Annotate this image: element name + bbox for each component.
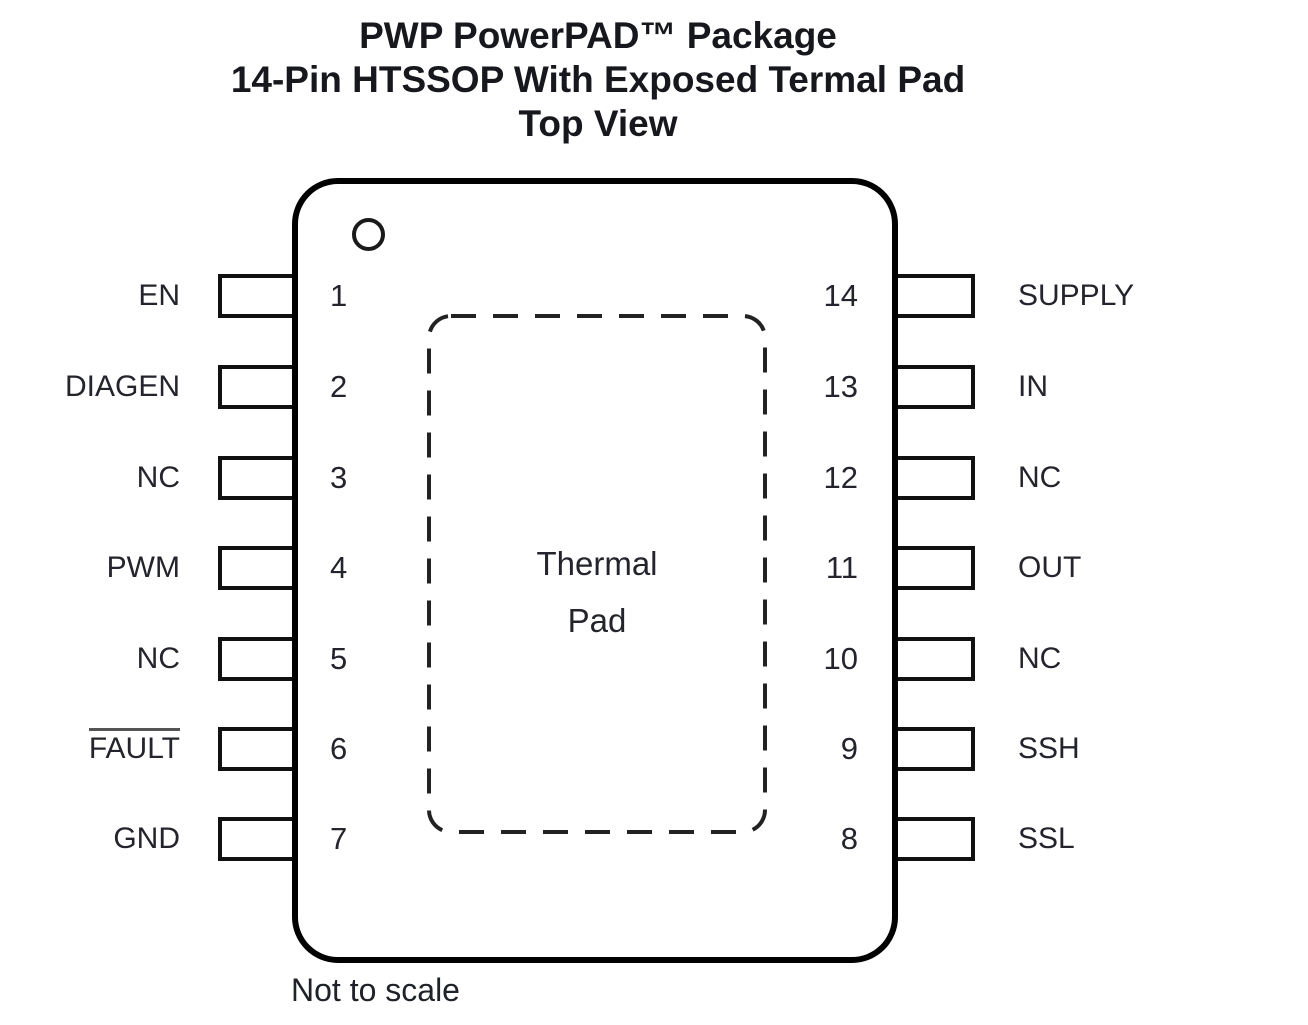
pin-number-6: 6 (330, 731, 348, 766)
pin-number-10: 10 (823, 641, 858, 676)
thermal-pad-dashed-border (427, 314, 767, 834)
thermal-pad: Thermal Pad (427, 314, 767, 834)
pin-label-text: FAULT (88, 728, 180, 767)
pin-number-3: 3 (330, 460, 348, 495)
thermal-pad-label-line1: Thermal (536, 545, 658, 582)
pin-label-nc-10: NC (1018, 637, 1288, 681)
pin-number-14: 14 (823, 278, 858, 313)
pin1-indicator-icon (352, 218, 385, 251)
pin-box-right-12 (893, 456, 975, 500)
pin-label-text: SUPPLY (1018, 279, 1135, 312)
scale-note: Not to scale (291, 972, 460, 1008)
pin-number-7: 7 (330, 821, 348, 856)
pin-box-right-10 (893, 637, 975, 681)
pin-label-ssl-8: SSL (1018, 817, 1288, 861)
pin-number-11: 11 (825, 550, 858, 585)
pin-label-text: DIAGEN (64, 370, 180, 403)
pin-label-fault-6: FAULT (20, 727, 180, 771)
pin-number-2: 2 (330, 369, 348, 404)
pin-number-12: 12 (823, 460, 858, 495)
pin-label-text: NC (136, 642, 180, 675)
thermal-pad-label: Thermal Pad (427, 535, 767, 649)
pin-label-nc-3: NC (20, 456, 180, 500)
pin-label-en-1: EN (20, 274, 180, 318)
pin-box-left-4 (218, 546, 300, 590)
pin-box-right-8 (893, 817, 975, 861)
pin-label-text: NC (1018, 461, 1062, 494)
thermal-pad-label-line2: Pad (567, 602, 627, 639)
pin-label-text: NC (1018, 642, 1062, 675)
pin-number-13: 13 (823, 369, 858, 404)
pin-label-gnd-7: GND (20, 817, 180, 861)
pin-box-left-2 (218, 365, 300, 409)
pin-label-text: IN (1018, 370, 1048, 403)
pin-label-text: PWM (106, 551, 180, 584)
pin-label-pwm-4: PWM (20, 546, 180, 590)
pin-label-text: EN (138, 279, 180, 312)
pin-box-right-11 (893, 546, 975, 590)
title-line-package: PWP PowerPAD™ Package (359, 15, 837, 56)
pin-number-1: 1 (330, 278, 348, 313)
title-line-view: Top View (518, 103, 678, 144)
pin-box-left-7 (218, 817, 300, 861)
pin-label-out-11: OUT (1018, 546, 1288, 590)
pin-box-right-14 (893, 274, 975, 318)
pin-box-left-6 (218, 727, 300, 771)
title-line-pincount: 14-Pin HTSSOP With Exposed Termal Pad (230, 59, 966, 100)
pin-label-nc-12: NC (1018, 456, 1288, 500)
pin-number-9: 9 (840, 731, 858, 766)
pin-number-4: 4 (330, 550, 348, 585)
pin-label-diagen-2: DIAGEN (20, 365, 180, 409)
pin-box-left-3 (218, 456, 300, 500)
pin-label-ssh-9: SSH (1018, 727, 1288, 771)
diagram-title: PWP PowerPAD™ Package 14-Pin HTSSOP With… (0, 14, 1196, 146)
pin-label-text: SSH (1018, 732, 1080, 765)
pin-number-5: 5 (330, 641, 348, 676)
pin-box-left-5 (218, 637, 300, 681)
pin-label-in-13: IN (1018, 365, 1288, 409)
pin-label-nc-5: NC (20, 637, 180, 681)
pin-box-right-9 (893, 727, 975, 771)
pin-label-text: GND (113, 822, 180, 855)
pin-label-supply-14: SUPPLY (1018, 274, 1288, 318)
pin-number-8: 8 (840, 821, 858, 856)
pin-label-text: OUT (1018, 551, 1082, 584)
pin-box-right-13 (893, 365, 975, 409)
pin-box-left-1 (218, 274, 300, 318)
pin-label-text: NC (136, 461, 180, 494)
chip-body: Thermal Pad (292, 178, 898, 963)
pin-label-text: SSL (1018, 822, 1075, 855)
